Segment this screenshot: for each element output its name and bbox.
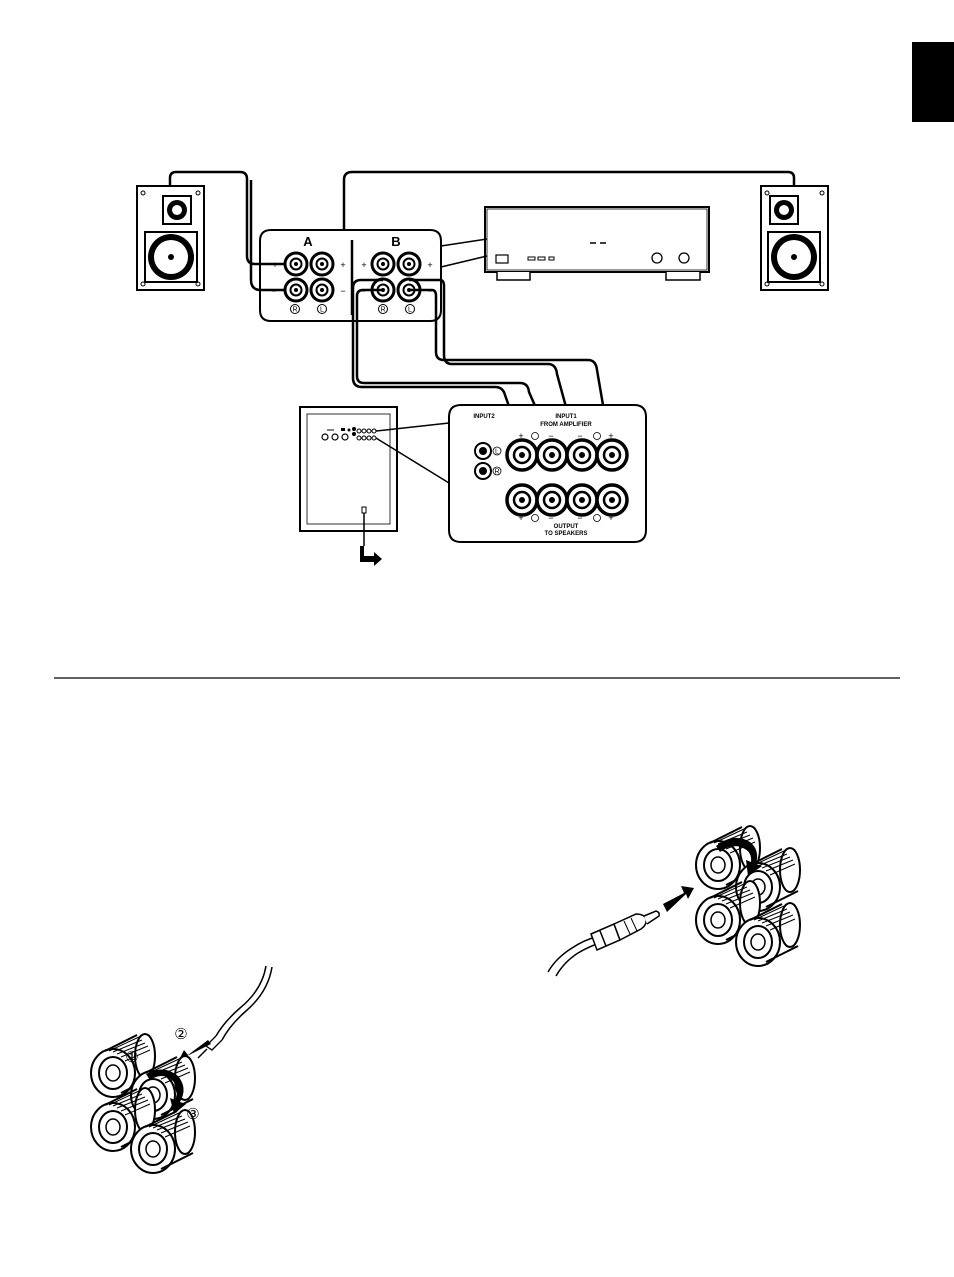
group-b-label: B — [391, 234, 400, 249]
terminal-jack — [309, 251, 335, 277]
output-label: OUTPUT — [554, 524, 579, 530]
input2-label: INPUT2 — [473, 414, 495, 420]
input-terminal-jack — [595, 438, 629, 472]
bare-wire-illustration: ① ② ③ — [90, 965, 273, 1174]
minus-label: − — [577, 513, 582, 523]
left-channel-label: L — [408, 307, 412, 314]
amp-speaker-terminals: A B + + − − + + − − R L R L — [259, 229, 442, 322]
rotate-arrow-icon — [146, 1069, 186, 1114]
input-terminal-jack — [535, 438, 569, 472]
left-channel-label: L — [320, 307, 324, 314]
step-1-label: ① — [125, 1049, 138, 1066]
left-channel-label: L — [495, 449, 499, 456]
plus-label: + — [608, 431, 613, 441]
output-terminal-jack — [535, 483, 569, 517]
terminal-jack — [309, 277, 335, 303]
step-2-label: ② — [174, 1026, 187, 1043]
step-3-label: ③ — [186, 1106, 199, 1123]
terminal-jack — [396, 251, 422, 277]
terminal-jack — [370, 251, 396, 277]
right-channel-label: R — [494, 469, 499, 476]
plus-label: + — [518, 431, 523, 441]
connection-diagram: A B + + − − + + − − R L R L — [136, 170, 829, 566]
minus-label: − — [577, 431, 582, 441]
minus-label: − — [548, 513, 553, 523]
speaker-icon — [760, 185, 829, 291]
group-a-label: A — [303, 234, 313, 249]
terminal-jack — [283, 251, 309, 277]
input-terminal-jack — [565, 438, 599, 472]
section-tab — [912, 42, 954, 122]
output-terminal-jack — [505, 483, 539, 517]
rotate-arrow-icon — [716, 837, 762, 876]
plus-label: + — [427, 260, 432, 270]
rca-input-left: L — [474, 442, 502, 460]
output-terminal-jack — [565, 483, 599, 517]
amplifier-icon — [484, 206, 710, 281]
plus-label: + — [518, 513, 523, 523]
input1-label: INPUT1 — [555, 414, 577, 420]
plus-label: + — [361, 260, 366, 270]
banana-plug-icon — [590, 910, 660, 952]
minus-label: − — [340, 286, 345, 296]
minus-label: − — [548, 431, 553, 441]
banana-plug-illustration — [547, 825, 801, 977]
right-channel-label: R — [292, 307, 297, 314]
rca-input-right: R — [474, 462, 502, 480]
output-terminal-jack — [595, 483, 629, 517]
speaker-wires — [168, 170, 796, 441]
plus-label: + — [608, 513, 613, 523]
input-terminal-jack — [505, 438, 539, 472]
speaker-icon — [136, 185, 205, 291]
to-speakers-label: TO SPEAKERS — [545, 531, 588, 537]
plus-label: + — [340, 260, 345, 270]
arrow-icon — [360, 546, 382, 566]
subwoofer-rear-panel: INPUT2 INPUT1 FROM AMPLIFIER L R + − − + — [448, 404, 647, 543]
terminal-jack — [283, 277, 309, 303]
right-channel-label: R — [380, 307, 385, 314]
from-amplifier-label: FROM AMPLIFIER — [540, 422, 592, 428]
subwoofer-icon — [299, 406, 398, 546]
arrow-icon — [663, 886, 694, 912]
